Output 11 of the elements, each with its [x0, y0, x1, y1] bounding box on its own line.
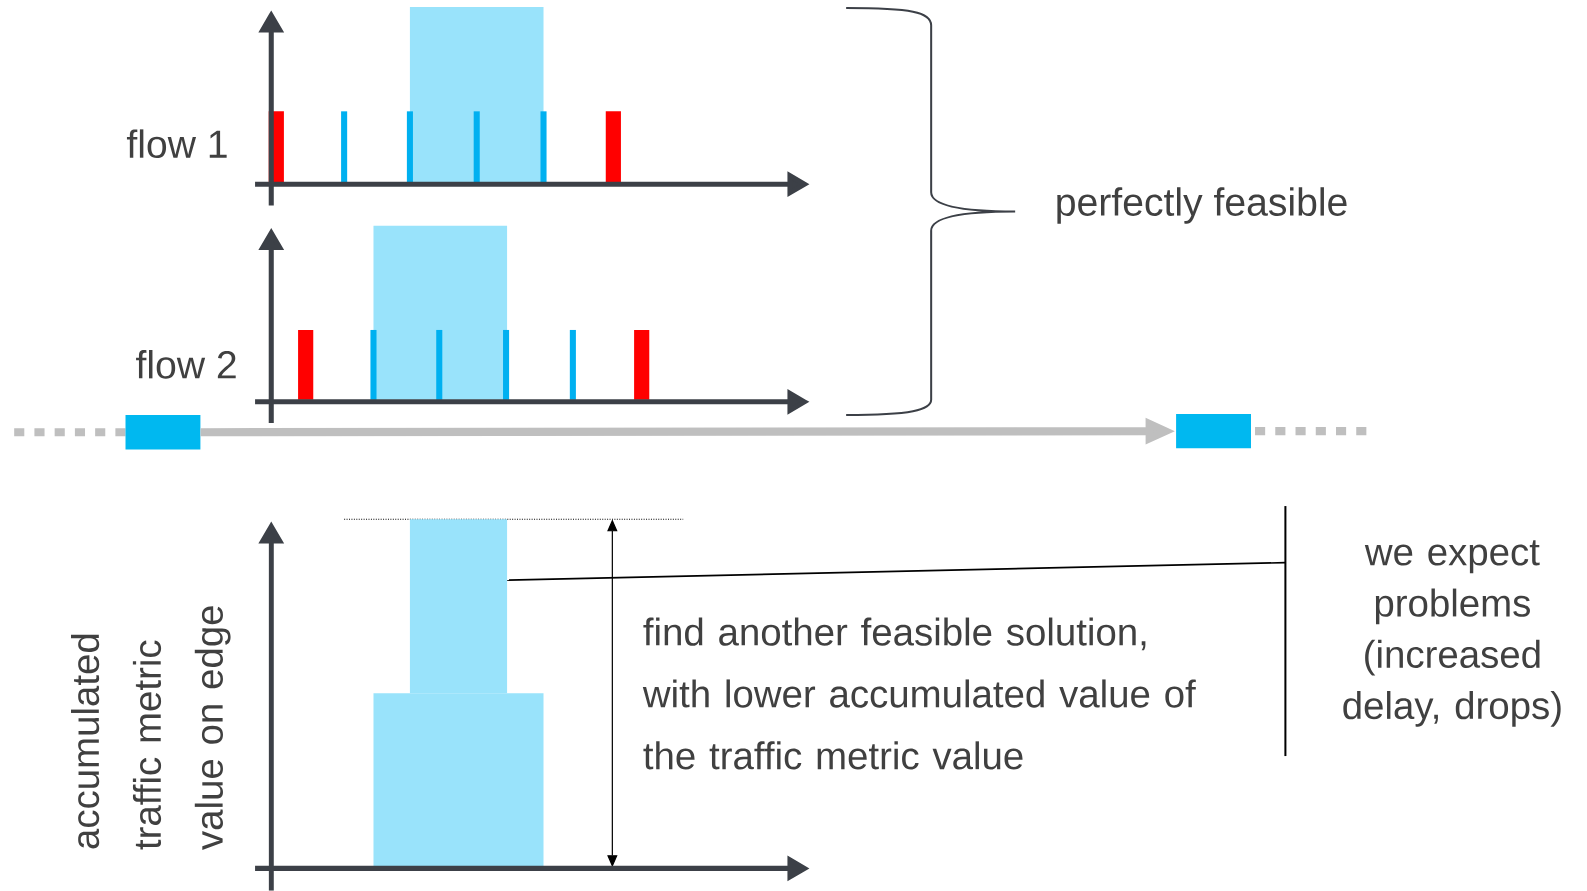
text-label: perfectly feasible	[1057, 187, 1347, 224]
axis-label: accumulated traffic metric value on edge	[71, 606, 231, 851]
node-box	[1176, 414, 1251, 449]
body-text: find another feasible solution, with lower accumulated value of the traffic metric value	[642, 617, 1196, 770]
text-label: flow 1	[126, 129, 227, 159]
bar	[373, 693, 544, 868]
callout-text: we expect problems (increased delay, drops)	[1343, 540, 1561, 727]
bar	[409, 519, 508, 694]
node-box	[125, 415, 201, 450]
text-label: flow 2	[136, 350, 236, 379]
leader-line	[506, 562, 1287, 582]
